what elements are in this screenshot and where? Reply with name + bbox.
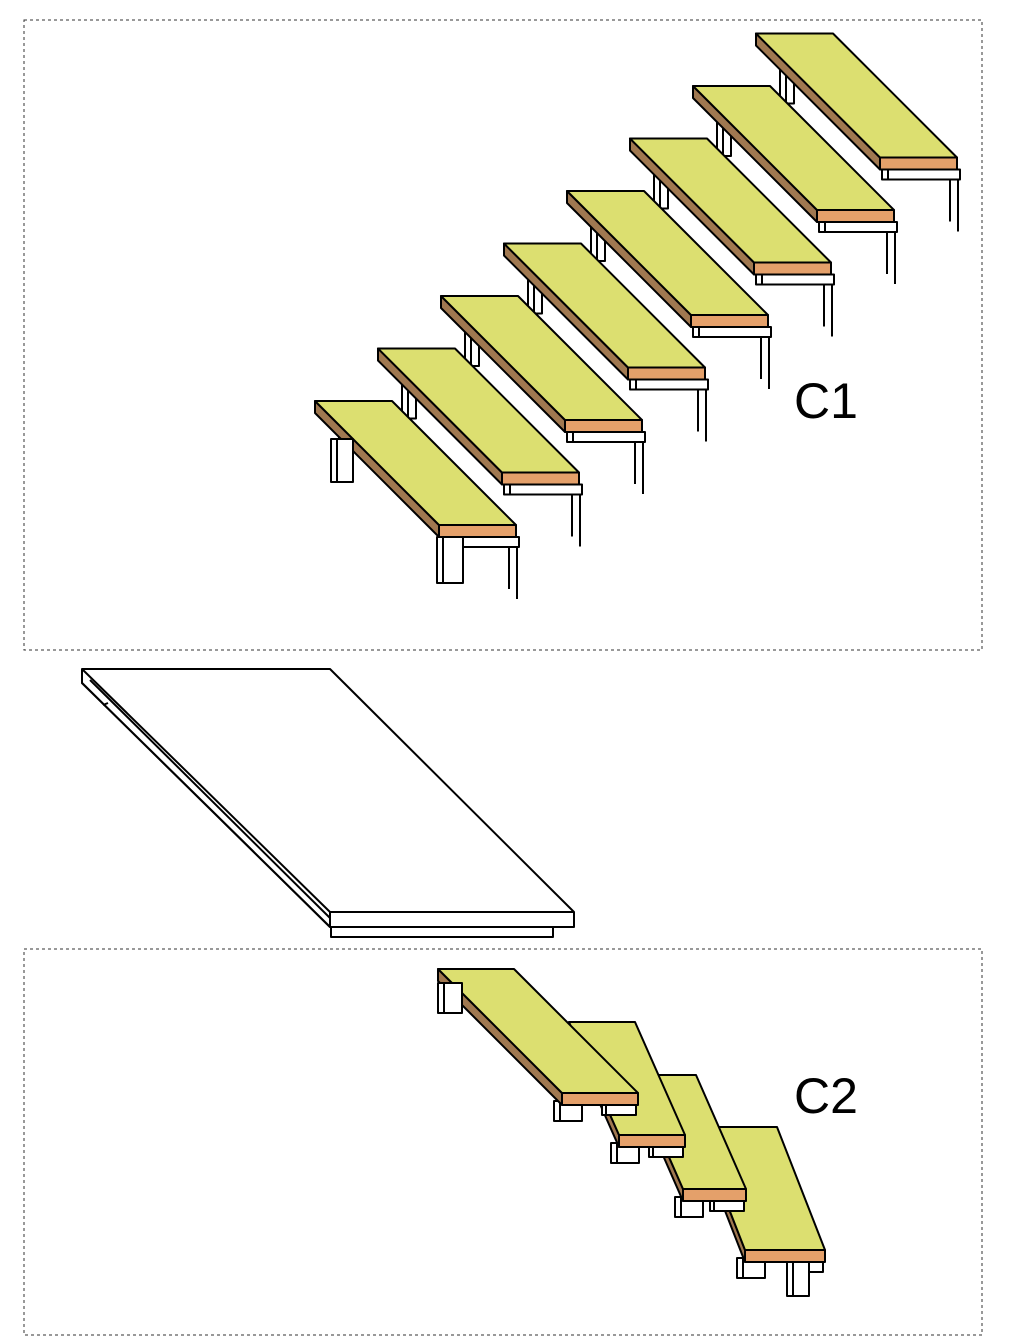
c2-label: C2 — [794, 1068, 858, 1124]
c1-step-8-tread — [755, 32, 958, 171]
c1-step-6-tread — [629, 137, 832, 276]
c1-step-5-support-post — [692, 326, 772, 338]
c1-step-1-tread-top — [314, 400, 517, 526]
c1-step-7-support-post — [818, 221, 898, 233]
c1-step-2-tread-top — [377, 347, 580, 474]
c1-step-5-tread-top — [566, 190, 769, 316]
c2-step-1-tread-top — [437, 968, 639, 1094]
c1-step-3-tread-top — [440, 295, 643, 421]
c1-step-6-support-post — [755, 273, 835, 286]
c1-step-3-support-post — [566, 431, 646, 443]
c1-step-5-tread — [566, 190, 769, 328]
c1-step-4-tread — [503, 242, 706, 381]
c1-step-6-tread-front — [753, 261, 832, 276]
c2-step-2-support-post — [648, 1146, 684, 1158]
c1-step-7-tread-top — [692, 85, 895, 211]
c1-step-2-support-post — [503, 483, 583, 496]
c2-top-bracket-support-post — [437, 982, 463, 1014]
c1-step-8-support-post — [881, 168, 961, 181]
c2-step-1-tread — [437, 968, 639, 1106]
c2-step-3-tread-front — [682, 1188, 747, 1202]
c1-step-6-post-front — [761, 273, 835, 286]
c1-step-7-post-front — [824, 221, 898, 233]
c2-step-2-post-front — [652, 1146, 684, 1158]
c1-step-5-post-front — [698, 326, 772, 338]
landing-slab — [81, 668, 575, 938]
c2-step-4-tread-front — [744, 1249, 826, 1263]
c2-foot-support-post — [786, 1261, 810, 1297]
c1-step-8-tread-front — [879, 156, 958, 171]
c1-step-3-tread — [440, 295, 643, 433]
c1-step-3-post-front — [572, 431, 646, 443]
c1-step-8-post-front — [887, 168, 961, 181]
c1-step-6-tread-top — [629, 137, 832, 264]
c2-staircase — [437, 968, 826, 1297]
c2-step-2-tread-front — [618, 1134, 686, 1148]
c2-top-bracket-post-front — [443, 982, 463, 1014]
c1-step-4-tread-front — [627, 366, 706, 381]
c1-step-4-support-post — [629, 378, 709, 391]
c1-step-1-tread-front — [438, 524, 517, 538]
c2-step-3-support-post — [709, 1200, 745, 1212]
c1-foot-back-support-post — [330, 438, 354, 483]
c1-foot-front-support-post — [436, 536, 464, 584]
c1-step-2-tread-front — [501, 471, 580, 486]
c2-foot-post-front — [792, 1261, 810, 1297]
c1-step-3-tread-front — [564, 419, 643, 433]
c1-step-2-post-front — [509, 483, 583, 496]
c1-label: C1 — [794, 373, 858, 429]
c1-step-1-tread — [314, 400, 517, 538]
c2-step-1-post-front — [605, 1104, 637, 1116]
c1-frame — [23, 19, 983, 651]
c1-step-7-tread-front — [816, 209, 895, 223]
c1-step-5-tread-front — [690, 314, 769, 328]
c1-step-4-post-front — [635, 378, 709, 391]
c2-step-1-support-post — [601, 1104, 637, 1116]
c1-step-8-tread-top — [755, 32, 958, 159]
c1-step-7-tread — [692, 85, 895, 223]
c1-foot-front-post-front — [442, 536, 464, 584]
c2-step-3-post-front — [713, 1200, 745, 1212]
c1-staircase — [314, 32, 961, 599]
c1-step-2-tread — [377, 347, 580, 486]
c1-foot-back-post-front — [336, 438, 354, 483]
c2-step-1-tread-front — [561, 1092, 639, 1106]
c1-step-4-tread-top — [503, 242, 706, 369]
